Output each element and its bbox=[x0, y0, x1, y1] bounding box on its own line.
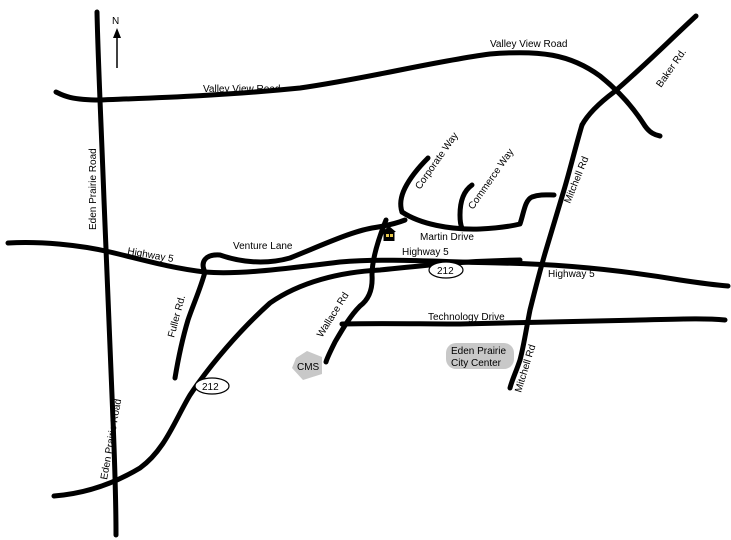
valley-view-road bbox=[53, 50, 663, 139]
north-arrow-icon bbox=[113, 28, 121, 68]
technology-drive bbox=[339, 316, 728, 327]
label-venture-lane: Venture Lane bbox=[233, 241, 293, 252]
house-icon bbox=[382, 226, 396, 241]
label-highway5-east: Highway 5 bbox=[548, 269, 595, 280]
label-eden-prairie-south: Eden Prairie Road bbox=[99, 398, 124, 480]
mitchell-road bbox=[507, 122, 585, 391]
label-wallace: Wallace Rd bbox=[315, 291, 351, 340]
cms-label: CMS bbox=[297, 362, 320, 373]
hwy212-shield-east: 212 bbox=[428, 261, 464, 279]
wallace-road bbox=[323, 217, 389, 365]
label-highway5-center: Highway 5 bbox=[402, 247, 449, 258]
highway-212 bbox=[51, 257, 523, 499]
martin-drive bbox=[399, 192, 557, 232]
label-commerce-way: Commerce Way bbox=[466, 147, 516, 212]
eden-prairie-road bbox=[94, 9, 119, 538]
hwy212-shield-west: 212 bbox=[194, 377, 230, 395]
city-center-marker: Eden Prairie City Center bbox=[446, 343, 514, 369]
venture-lane bbox=[200, 217, 408, 275]
city-center-label-line2: City Center bbox=[451, 358, 502, 369]
baker-road bbox=[579, 13, 699, 128]
cms-marker: CMS bbox=[292, 351, 322, 380]
corporate-way bbox=[398, 155, 431, 215]
highway-5 bbox=[5, 239, 731, 289]
label-corporate-way: Corporate Way bbox=[413, 131, 460, 192]
north-label: N bbox=[112, 16, 119, 27]
label-valley-view-north: Valley View Road bbox=[490, 39, 567, 50]
label-eden-prairie-north: Eden Prairie Road bbox=[88, 148, 99, 230]
label-valley-view-west: Valley View Road bbox=[203, 84, 280, 95]
fuller-road bbox=[172, 269, 208, 381]
label-technology-drive: Technology Drive bbox=[428, 312, 505, 323]
label-martin-drive: Martin Drive bbox=[420, 232, 474, 243]
city-center-label-line1: Eden Prairie bbox=[451, 346, 506, 357]
commerce-way bbox=[457, 182, 475, 231]
hwy212-shield-east-label: 212 bbox=[437, 266, 454, 277]
hwy212-shield-west-label: 212 bbox=[202, 382, 219, 393]
